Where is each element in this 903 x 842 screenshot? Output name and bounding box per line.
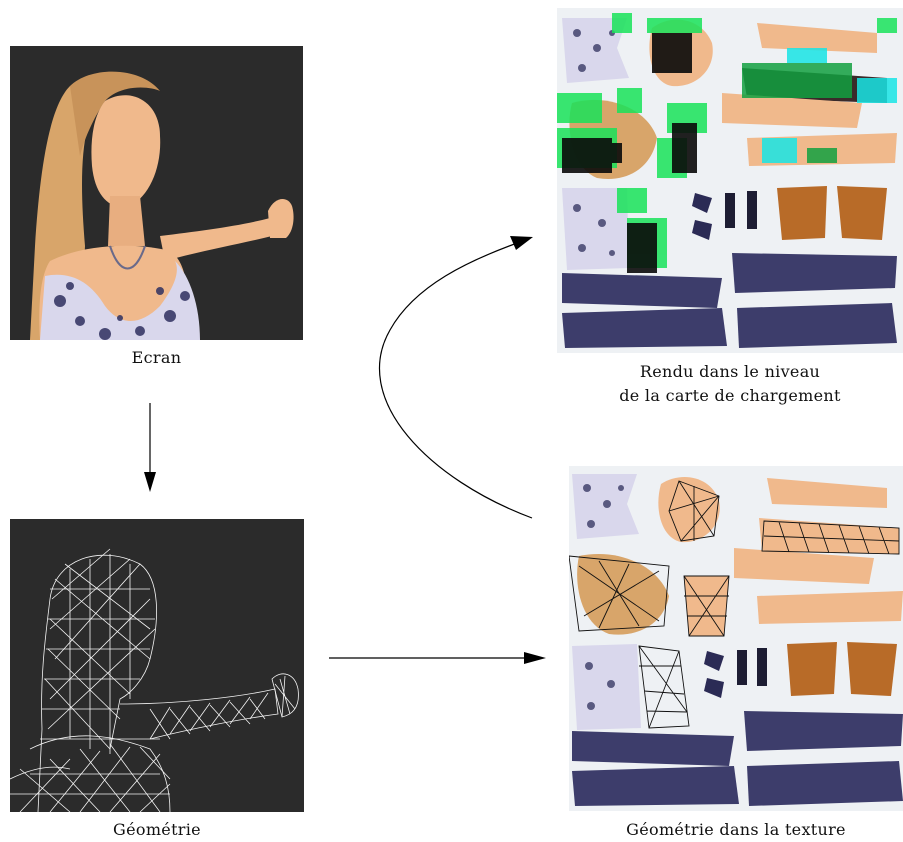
geometry-caption: Géométrie [113,820,201,839]
atlas-loadmap-panel [557,8,903,353]
render-caption-line2: de la carte de chargement [619,386,841,405]
texture-atlas-loadmap-image [557,8,903,353]
screen-caption: Ecran [131,348,182,367]
render-caption-line1: Rendu dans le niveau [639,362,821,381]
screen-render-panel [10,46,303,340]
geometry-texture-caption: Géométrie dans la texture [626,820,846,839]
character-wireframe-image [10,519,304,812]
down-arrow [144,403,156,492]
wireframe-panel [10,519,304,812]
character-render-image [10,46,303,340]
curved-arrow [378,236,533,519]
right-arrow [329,652,546,664]
texture-atlas-geometry-image [569,466,903,811]
atlas-geometry-panel [569,466,903,811]
